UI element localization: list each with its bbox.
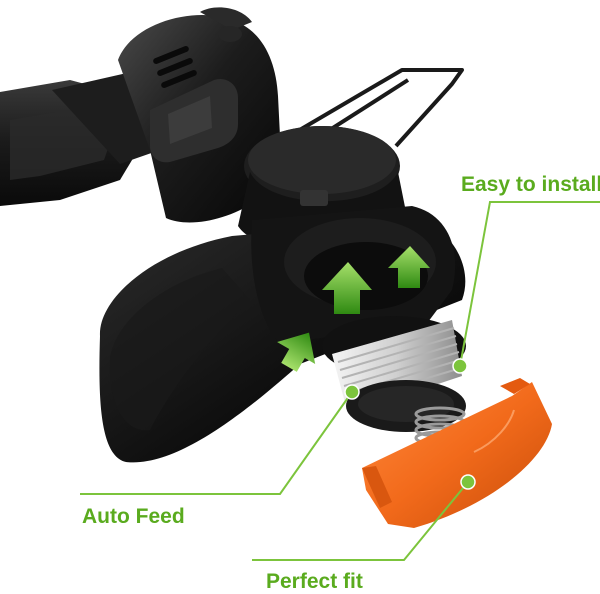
callout-dot-easy [452, 358, 468, 374]
callout-dot-auto [344, 384, 360, 400]
easy-to-install-label: Easy to install [461, 173, 600, 196]
callout-dot-fit [460, 474, 476, 490]
line-spool [322, 316, 466, 432]
feed-arrows [277, 246, 430, 372]
callout-line-easy [459, 201, 600, 367]
feed-arrow-right [388, 246, 430, 288]
callout-dots [344, 358, 476, 490]
callout-lines [80, 201, 600, 561]
spool-cap [362, 378, 552, 528]
vent-slots [153, 46, 197, 88]
feed-arrow-left [277, 332, 316, 372]
callout-line-fit [252, 481, 469, 561]
perfect-fit-label: Perfect fit [266, 570, 363, 593]
motor-housing [118, 7, 282, 223]
callout-line-auto [80, 391, 353, 495]
auto-feed-label: Auto Feed [82, 505, 185, 528]
feed-arrow-center [322, 262, 372, 314]
